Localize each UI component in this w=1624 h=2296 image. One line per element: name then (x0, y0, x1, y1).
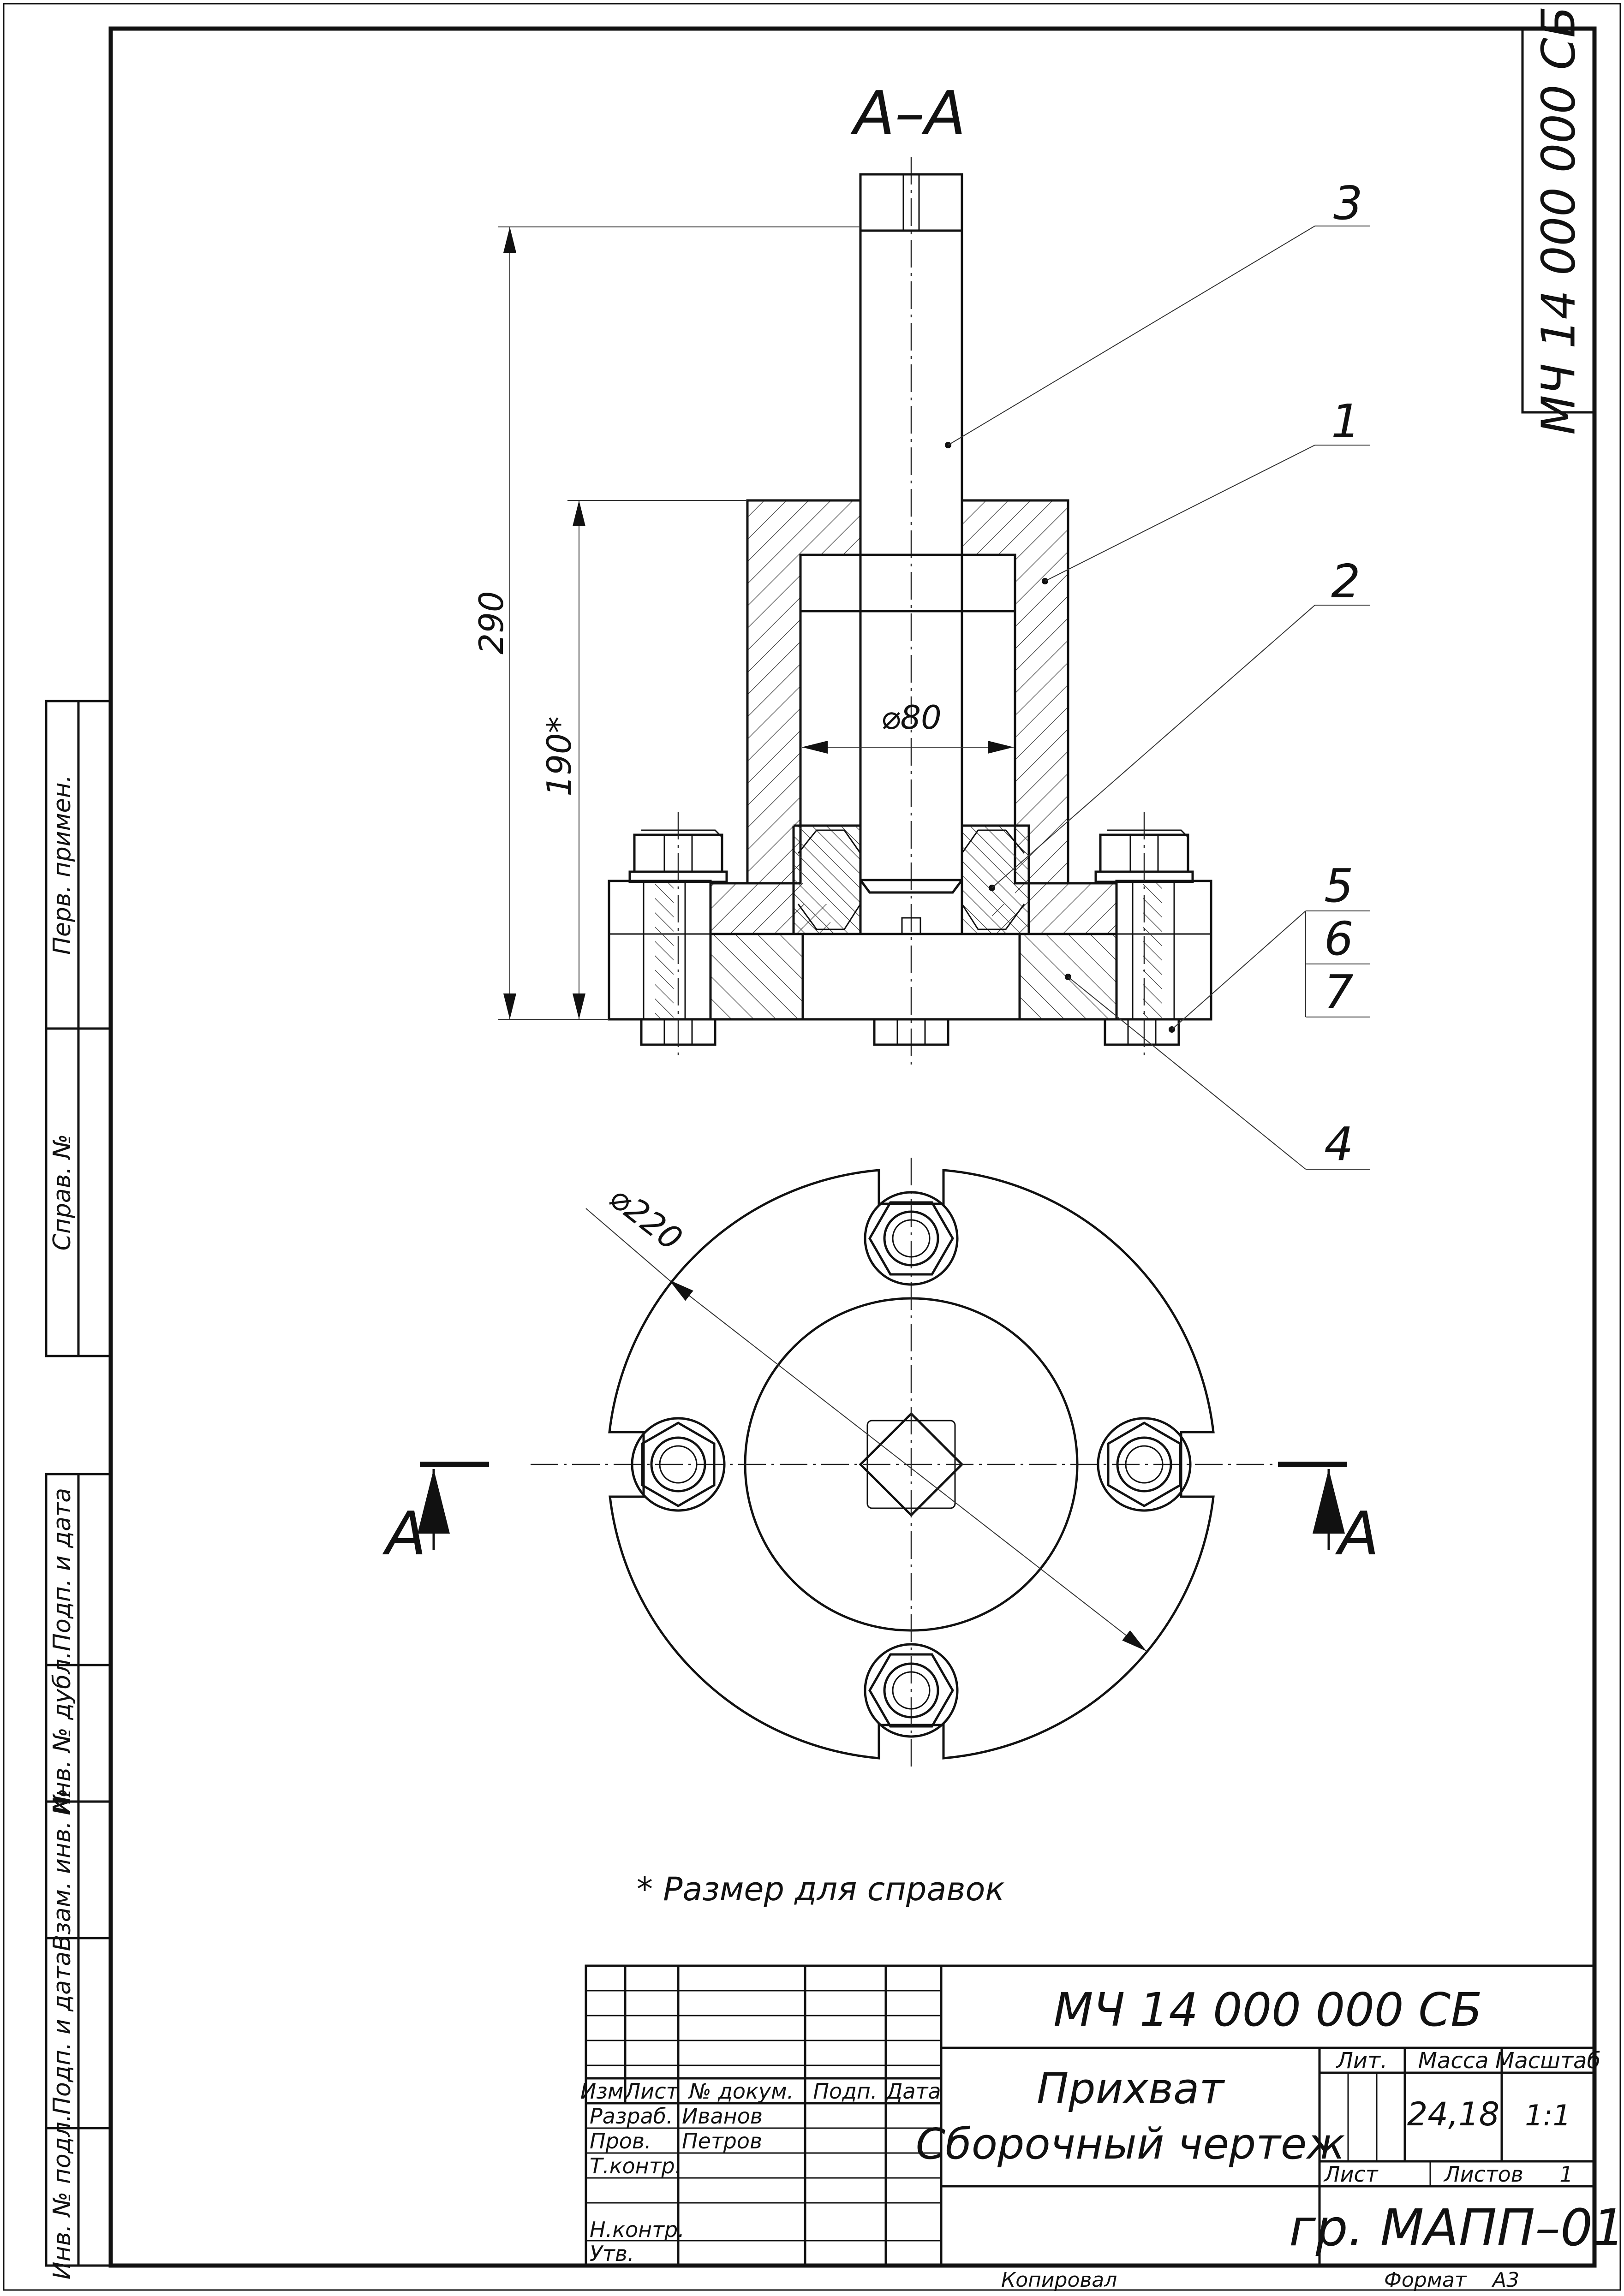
dimension-290-label: 290 (472, 591, 511, 654)
nkontr-label: Н.контр. (590, 2217, 685, 2242)
tkontr-label: Т.контр. (590, 2153, 681, 2178)
rotated-designation: МЧ 14 000 000 СБ (1532, 6, 1586, 434)
col-docum: № докум. (688, 2079, 794, 2104)
section-mark-right: А (1278, 1462, 1379, 1569)
razrab-name: Иванов (682, 2104, 763, 2129)
dimension-290: 290 (472, 226, 860, 1020)
section-title: А–А (851, 78, 966, 148)
masshtab-label: Масштаб (1495, 2048, 1600, 2074)
massa-value: 24,18 (1407, 2095, 1499, 2133)
stamp-inv-dubl: Инв. № дубл. (48, 1651, 76, 1815)
title-name-line2: Сборочный чертеж (916, 2119, 1345, 2169)
pressure-plate (799, 553, 1016, 613)
col-podp: Подп. (813, 2079, 877, 2104)
razrab-label: Разраб. (590, 2104, 673, 2129)
stamp-podp-data-top: Подп. и дата (48, 1488, 76, 1651)
stamp-podp-data-bottom: Подп. и дата (48, 1951, 76, 2115)
footer-format-value: А3 (1491, 2268, 1519, 2292)
position-7: 7 (1324, 965, 1354, 1019)
base-disc-outline (608, 1169, 1215, 1760)
plan-view: ⌀220 А А (382, 1158, 1379, 1771)
section-letter-left: А (382, 1499, 427, 1569)
col-data: Дата (885, 2079, 941, 2104)
section-view-a-a: А–А (472, 78, 1370, 1171)
nut-part-2 (792, 824, 1030, 935)
utv-label: Утв. (590, 2241, 634, 2266)
drawing-frame (108, 26, 1597, 2268)
center-bottom-nut (873, 1018, 949, 1046)
stamp-sprav-no: Справ. № (48, 1134, 76, 1251)
dimension-190: 190* (540, 500, 747, 1019)
lit-label: Лит. (1336, 2048, 1388, 2074)
left-side-stamp: Перв. примен. Справ. № Подп. и дата Инв.… (45, 700, 112, 2280)
stamp-vzam-inv: Взам. инв. № (48, 1788, 76, 1951)
prov-label: Пров. (590, 2129, 651, 2153)
top-right-designation-box: МЧ 14 000 000 СБ (1521, 6, 1596, 435)
dimension-220-label: ⌀220 (602, 1178, 689, 1258)
position-2: 2 (1331, 554, 1361, 608)
base-plate-part-4 (709, 917, 1118, 1021)
position-6: 6 (1324, 912, 1354, 966)
section-mark-left: А (382, 1462, 489, 1569)
stamp-inv-podl: Инв. № подл. (48, 2114, 76, 2280)
title-name-line1: Прихват (1037, 2064, 1225, 2113)
masshtab-value: 1:1 (1525, 2099, 1571, 2132)
position-1: 1 (1331, 394, 1361, 448)
position-leaders: 3 1 2 5 6 7 4 (945, 176, 1370, 1171)
listov-label: Листов (1443, 2162, 1523, 2187)
title-designation: МЧ 14 000 000 СБ (1053, 1983, 1482, 2037)
listov-value: 1 (1559, 2162, 1573, 2187)
footnote-reference-size: * Размер для справок (637, 1870, 1005, 1908)
list-label: Лист (1323, 2162, 1379, 2187)
stamp-perv-primen: Перв. примен. (48, 775, 76, 955)
col-list: Лист (624, 2079, 679, 2104)
dimension-80: ⌀80 (802, 699, 1014, 754)
right-bolt-assembly (1094, 829, 1212, 1046)
footer-format-label: Формат (1384, 2268, 1467, 2292)
left-bolt-assembly (608, 829, 728, 1046)
footer-kopiroval: Копировал (1001, 2268, 1117, 2292)
dimension-80-label: ⌀80 (881, 699, 941, 737)
section-letter-right: А (1335, 1499, 1379, 1569)
sheet-trim-line (3, 3, 1621, 2291)
dimension-190-label: 190* (540, 716, 579, 796)
col-izm: Изм. (580, 2079, 630, 2104)
position-4: 4 (1324, 1117, 1354, 1171)
prov-name: Петров (682, 2129, 762, 2153)
title-block: Изм. Лист № докум. Подп. Дата Разраб. Ив… (580, 1964, 1624, 2267)
organization: гр. МАПП–01 (1289, 2198, 1624, 2257)
position-5: 5 (1324, 859, 1354, 913)
position-3: 3 (1333, 176, 1363, 230)
massa-label: Масса (1418, 2048, 1488, 2074)
